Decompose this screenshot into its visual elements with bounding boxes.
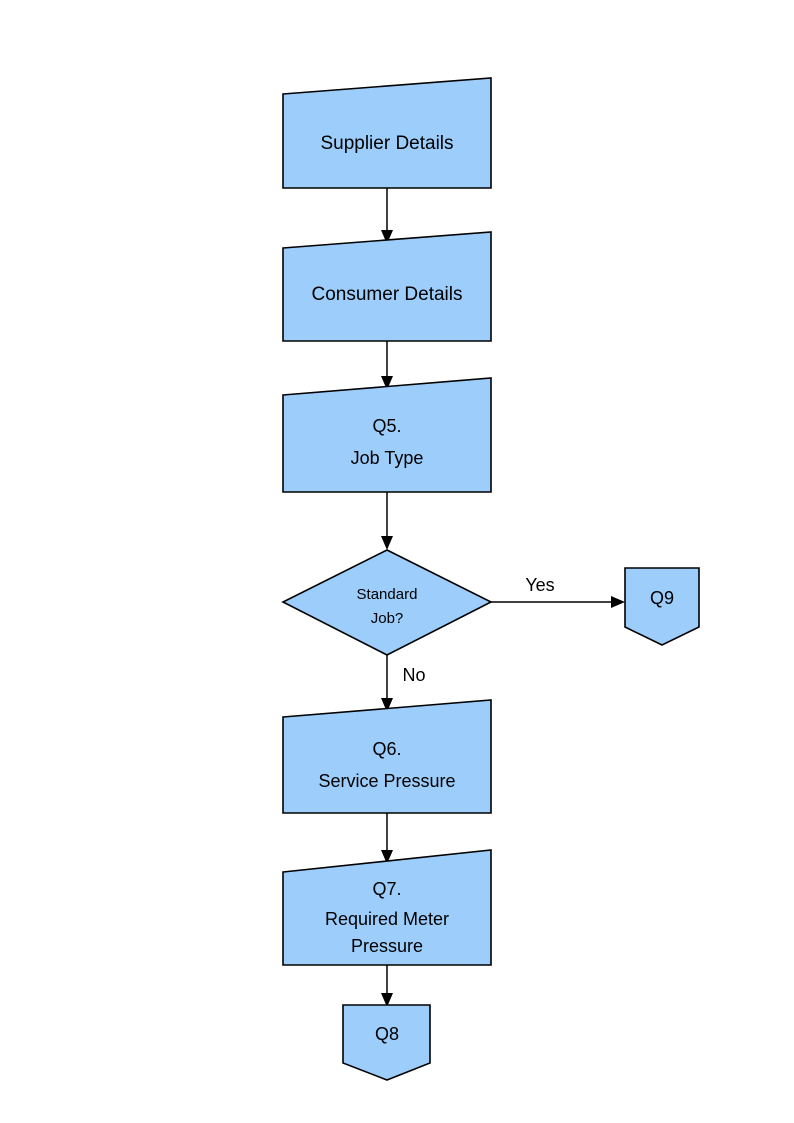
node-label-decision-line2: Job? bbox=[371, 610, 404, 627]
node-q7-required-meter-pressure[interactable]: Q7. Required Meter Pressure bbox=[282, 849, 492, 966]
arrow-head-icon bbox=[381, 376, 393, 390]
arrow-head-icon bbox=[381, 698, 393, 712]
manual-input-shape bbox=[282, 77, 492, 189]
node-supplier-details[interactable]: Supplier Details bbox=[282, 77, 492, 189]
node-label-q5-line2: Job Type bbox=[351, 448, 424, 468]
node-label-decision-line1: Standard bbox=[357, 586, 418, 603]
arrow-head-icon bbox=[381, 230, 393, 244]
node-consumer-details[interactable]: Consumer Details bbox=[282, 231, 492, 342]
node-q9-connector[interactable]: Q9 bbox=[624, 567, 700, 646]
node-q8-connector[interactable]: Q8 bbox=[342, 1004, 431, 1081]
edge-decision-to-q9 bbox=[491, 596, 625, 608]
manual-input-shape bbox=[282, 849, 492, 966]
node-label-q5-line1: Q5. bbox=[372, 416, 401, 436]
arrow-head-icon bbox=[381, 993, 393, 1007]
pentagon-connector-shape bbox=[624, 567, 700, 646]
pentagon-connector-shape bbox=[342, 1004, 431, 1081]
edge-consumer-to-q5 bbox=[381, 341, 393, 390]
node-label-q9: Q9 bbox=[650, 588, 674, 608]
manual-input-shape bbox=[282, 377, 492, 493]
node-label-consumer-details: Consumer Details bbox=[312, 284, 463, 305]
node-standard-job-decision[interactable]: Standard Job? bbox=[281, 549, 493, 656]
node-label-supplier-details: Supplier Details bbox=[320, 133, 453, 154]
node-label-q7-line3: Pressure bbox=[351, 936, 423, 956]
node-label-q7-line2: Required Meter bbox=[325, 909, 449, 929]
manual-input-shape bbox=[282, 699, 492, 814]
edge-q5-to-decision bbox=[381, 492, 393, 550]
arrow-head-icon bbox=[381, 850, 393, 864]
node-label-q6-line2: Service Pressure bbox=[318, 771, 455, 791]
node-label-q6-line1: Q6. bbox=[372, 739, 401, 759]
edge-q6-to-q7 bbox=[381, 813, 393, 864]
edge-supplier-to-consumer bbox=[381, 188, 393, 244]
arrow-head-icon bbox=[611, 596, 625, 608]
node-label-q7-line1: Q7. bbox=[372, 879, 401, 899]
node-q6-service-pressure[interactable]: Q6. Service Pressure bbox=[282, 699, 492, 814]
edge-q7-to-q8 bbox=[381, 965, 393, 1007]
edge-label-no: No bbox=[402, 665, 425, 685]
edge-decision-to-q6 bbox=[381, 655, 393, 712]
node-label-q8: Q8 bbox=[375, 1024, 399, 1044]
manual-input-shape bbox=[282, 231, 492, 342]
edge-label-yes: Yes bbox=[525, 575, 554, 595]
decision-diamond-shape bbox=[281, 549, 493, 656]
arrow-head-icon bbox=[381, 536, 393, 550]
node-q5-job-type[interactable]: Q5. Job Type bbox=[282, 377, 492, 493]
